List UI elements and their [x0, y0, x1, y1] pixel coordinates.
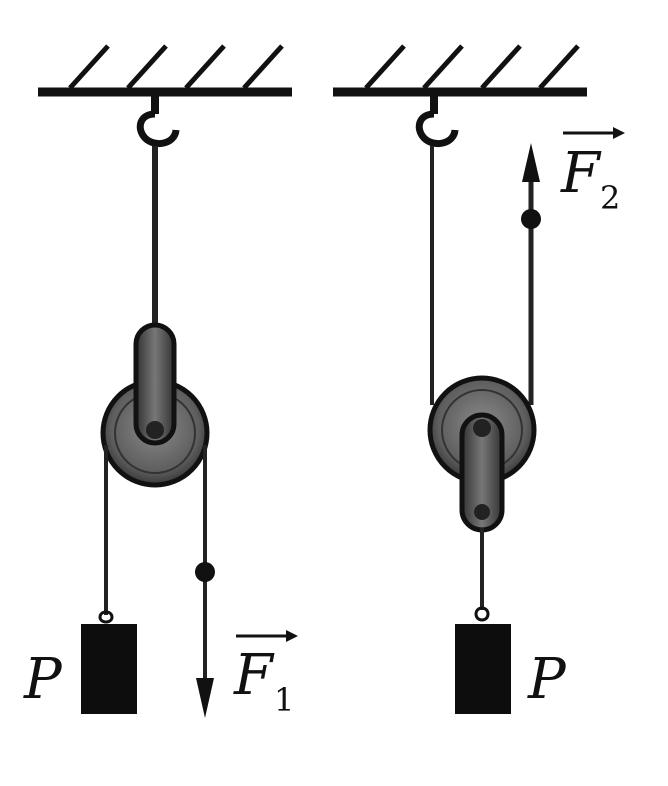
vector-arrow-f2 — [563, 127, 625, 139]
force-f2-symbol: F — [561, 141, 600, 206]
left-ceiling — [38, 44, 292, 97]
right-ceiling — [333, 44, 587, 97]
left-load — [81, 610, 137, 714]
right-movable-pulley — [427, 375, 537, 533]
vector-arrow-f1 — [236, 630, 298, 642]
force-arrow-up — [522, 143, 540, 182]
left-load-label: P — [24, 647, 62, 712]
force-f1-subscript: 1 — [274, 681, 295, 719]
right-hook — [415, 96, 459, 148]
right-rope-knot — [521, 209, 541, 229]
force-arrow-down — [196, 678, 214, 718]
force-f2-subscript: 2 — [600, 179, 621, 217]
right-load-label: P — [528, 647, 566, 712]
right-load — [455, 606, 511, 714]
left-hook — [136, 96, 180, 148]
left-rope-knot — [195, 562, 215, 582]
force-f1-symbol: F — [234, 643, 273, 708]
left-fixed-pulley — [100, 322, 210, 488]
